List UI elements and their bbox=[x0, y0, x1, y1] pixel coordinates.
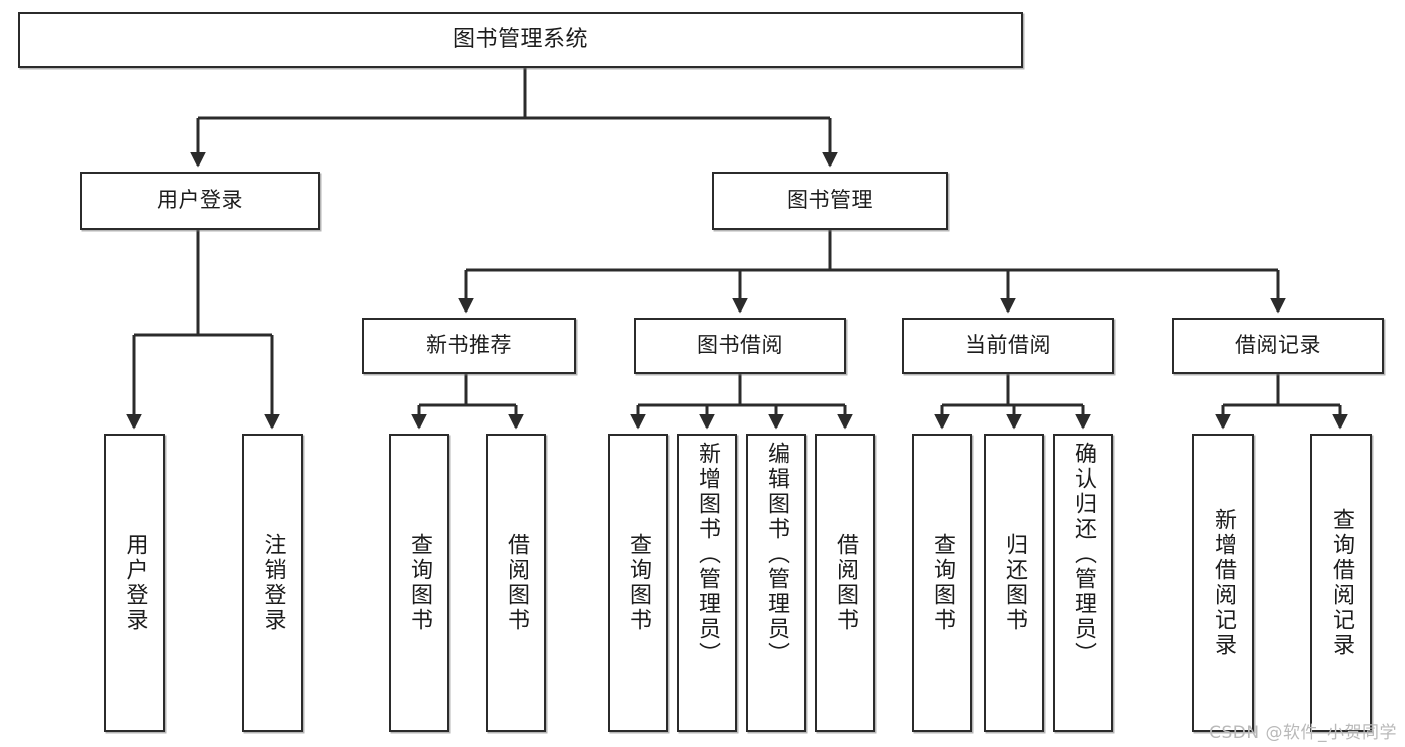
leaf-add-borrow-record[interactable]: 新增借阅记录 bbox=[1192, 434, 1254, 732]
node-borrowing-record[interactable]: 借阅记录 bbox=[1172, 318, 1384, 374]
node-label: 注销登录 bbox=[260, 533, 286, 633]
node-book-borrowing[interactable]: 图书借阅 bbox=[634, 318, 846, 374]
node-current-borrowing[interactable]: 当前借阅 bbox=[902, 318, 1114, 374]
leaf-borrow-book[interactable]: 借阅图书 bbox=[815, 434, 875, 732]
node-label: 图书借阅 bbox=[697, 333, 783, 358]
node-label: 新书推荐 bbox=[426, 333, 512, 358]
leaf-query-book-current[interactable]: 查询图书 bbox=[912, 434, 972, 732]
node-label: 借阅图书 bbox=[833, 533, 858, 633]
node-label: 查询借阅记录 bbox=[1329, 508, 1354, 658]
node-label: 查询图书 bbox=[930, 533, 955, 633]
leaf-return-book[interactable]: 归还图书 bbox=[984, 434, 1044, 732]
leaf-user-login[interactable]: 用户登录 bbox=[104, 434, 165, 732]
node-label: 用户登录 bbox=[157, 188, 243, 213]
node-label: 当前借阅 bbox=[965, 333, 1051, 358]
leaf-query-borrow-record[interactable]: 查询借阅记录 bbox=[1310, 434, 1372, 732]
leaf-logout[interactable]: 注销登录 bbox=[242, 434, 303, 732]
node-label: 图书管理系统 bbox=[452, 26, 588, 52]
node-label: 确认归还（管理员） bbox=[1071, 442, 1096, 667]
watermark-text: CSDN @软件_小贺同学 bbox=[1209, 723, 1397, 743]
node-user-login[interactable]: 用户登录 bbox=[80, 172, 320, 230]
node-label: 借阅图书 bbox=[504, 533, 529, 633]
node-label: 用户登录 bbox=[122, 533, 148, 633]
leaf-edit-book-admin[interactable]: 编辑图书（管理员） bbox=[746, 434, 806, 732]
node-label: 查询图书 bbox=[626, 533, 651, 633]
leaf-add-book-admin[interactable]: 新增图书（管理员） bbox=[677, 434, 737, 732]
node-label: 借阅记录 bbox=[1235, 333, 1321, 358]
leaf-query-book-borrow[interactable]: 查询图书 bbox=[608, 434, 668, 732]
node-book-management[interactable]: 图书管理 bbox=[712, 172, 948, 230]
leaf-confirm-return-admin[interactable]: 确认归还（管理员） bbox=[1053, 434, 1113, 732]
node-label: 图书管理 bbox=[787, 188, 873, 213]
node-root-book-management-system[interactable]: 图书管理系统 bbox=[18, 12, 1023, 68]
leaf-query-book-new-recommend[interactable]: 查询图书 bbox=[389, 434, 449, 732]
node-label: 归还图书 bbox=[1002, 533, 1027, 633]
leaf-borrow-book-new-recommend[interactable]: 借阅图书 bbox=[486, 434, 546, 732]
node-new-book-recommendation[interactable]: 新书推荐 bbox=[362, 318, 576, 374]
node-label: 新增图书（管理员） bbox=[695, 442, 720, 667]
node-label: 新增借阅记录 bbox=[1211, 508, 1236, 658]
node-label: 查询图书 bbox=[407, 533, 432, 633]
node-label: 编辑图书（管理员） bbox=[764, 442, 789, 667]
